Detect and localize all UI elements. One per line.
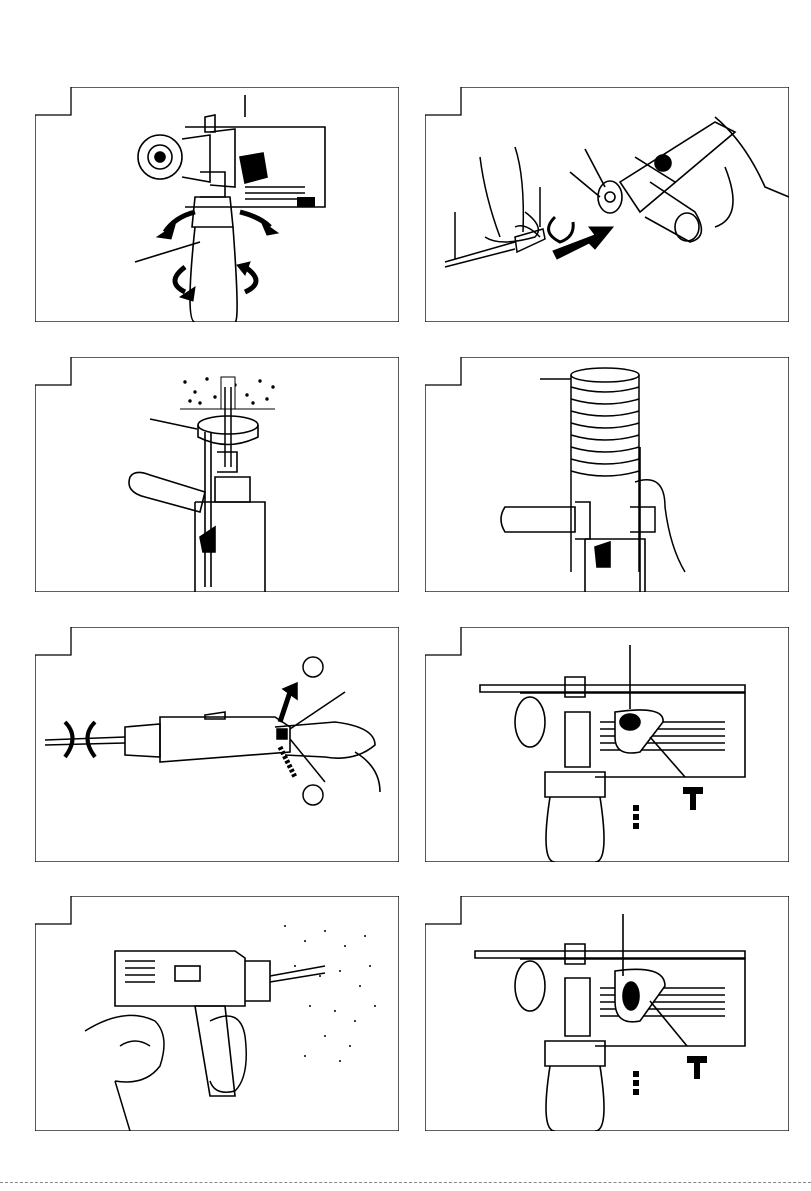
figure-number [429,89,459,113]
drill-body-icon [480,677,745,862]
mode-selector-icon [615,914,687,1046]
drill-body-icon [475,944,745,1131]
drill-bit-icon [445,187,545,267]
figure-number [39,898,69,922]
figure-number [39,629,69,653]
figure-number [429,629,459,653]
figure-panel-5 [35,627,399,862]
drill-body-icon [138,95,325,207]
figure-4-illustration [425,357,789,592]
hammer-symbol-icon [687,1056,707,1079]
reverse-switch-icon [277,657,345,805]
figure-number [39,89,69,113]
insert-arrow-icon [549,217,613,259]
figure-panel-1 [35,87,399,322]
drill-symbol-icon [633,1071,639,1095]
rotation-arrow-icon [157,212,278,301]
hands-icon [85,1015,246,1131]
page-bottom-rule [0,1182,811,1183]
mode-selector-icon [615,645,685,777]
figure-2-illustration [425,87,789,322]
hand-icon [480,147,540,242]
dust-particles-icon [284,925,376,1062]
figure-8-illustration [425,896,789,1131]
wall-icon [180,377,275,409]
chuck-icon [570,117,789,242]
drill-body-icon [129,452,265,592]
drill-symbol-icon [633,805,639,829]
figure-panel-7 [35,896,399,1131]
figure-3-illustration [35,357,399,592]
figure-1-illustration [35,87,399,322]
figure-number [429,359,459,383]
figure-5-illustration [35,627,399,862]
figure-panel-8 [425,896,789,1131]
hammer-symbol-icon [683,787,703,810]
drill-body-icon [501,447,645,592]
figure-number [429,898,459,922]
figure-number [39,359,69,383]
figure-panel-4 [425,357,789,592]
figure-6-illustration [425,627,789,862]
drill-icon [115,951,325,1096]
side-handle-icon [135,172,237,322]
figure-panel-2 [425,87,789,322]
dust-bellows-icon [540,368,639,572]
figure-panel-3 [35,357,399,592]
figure-panel-6 [425,627,789,862]
figure-7-illustration [35,896,399,1131]
